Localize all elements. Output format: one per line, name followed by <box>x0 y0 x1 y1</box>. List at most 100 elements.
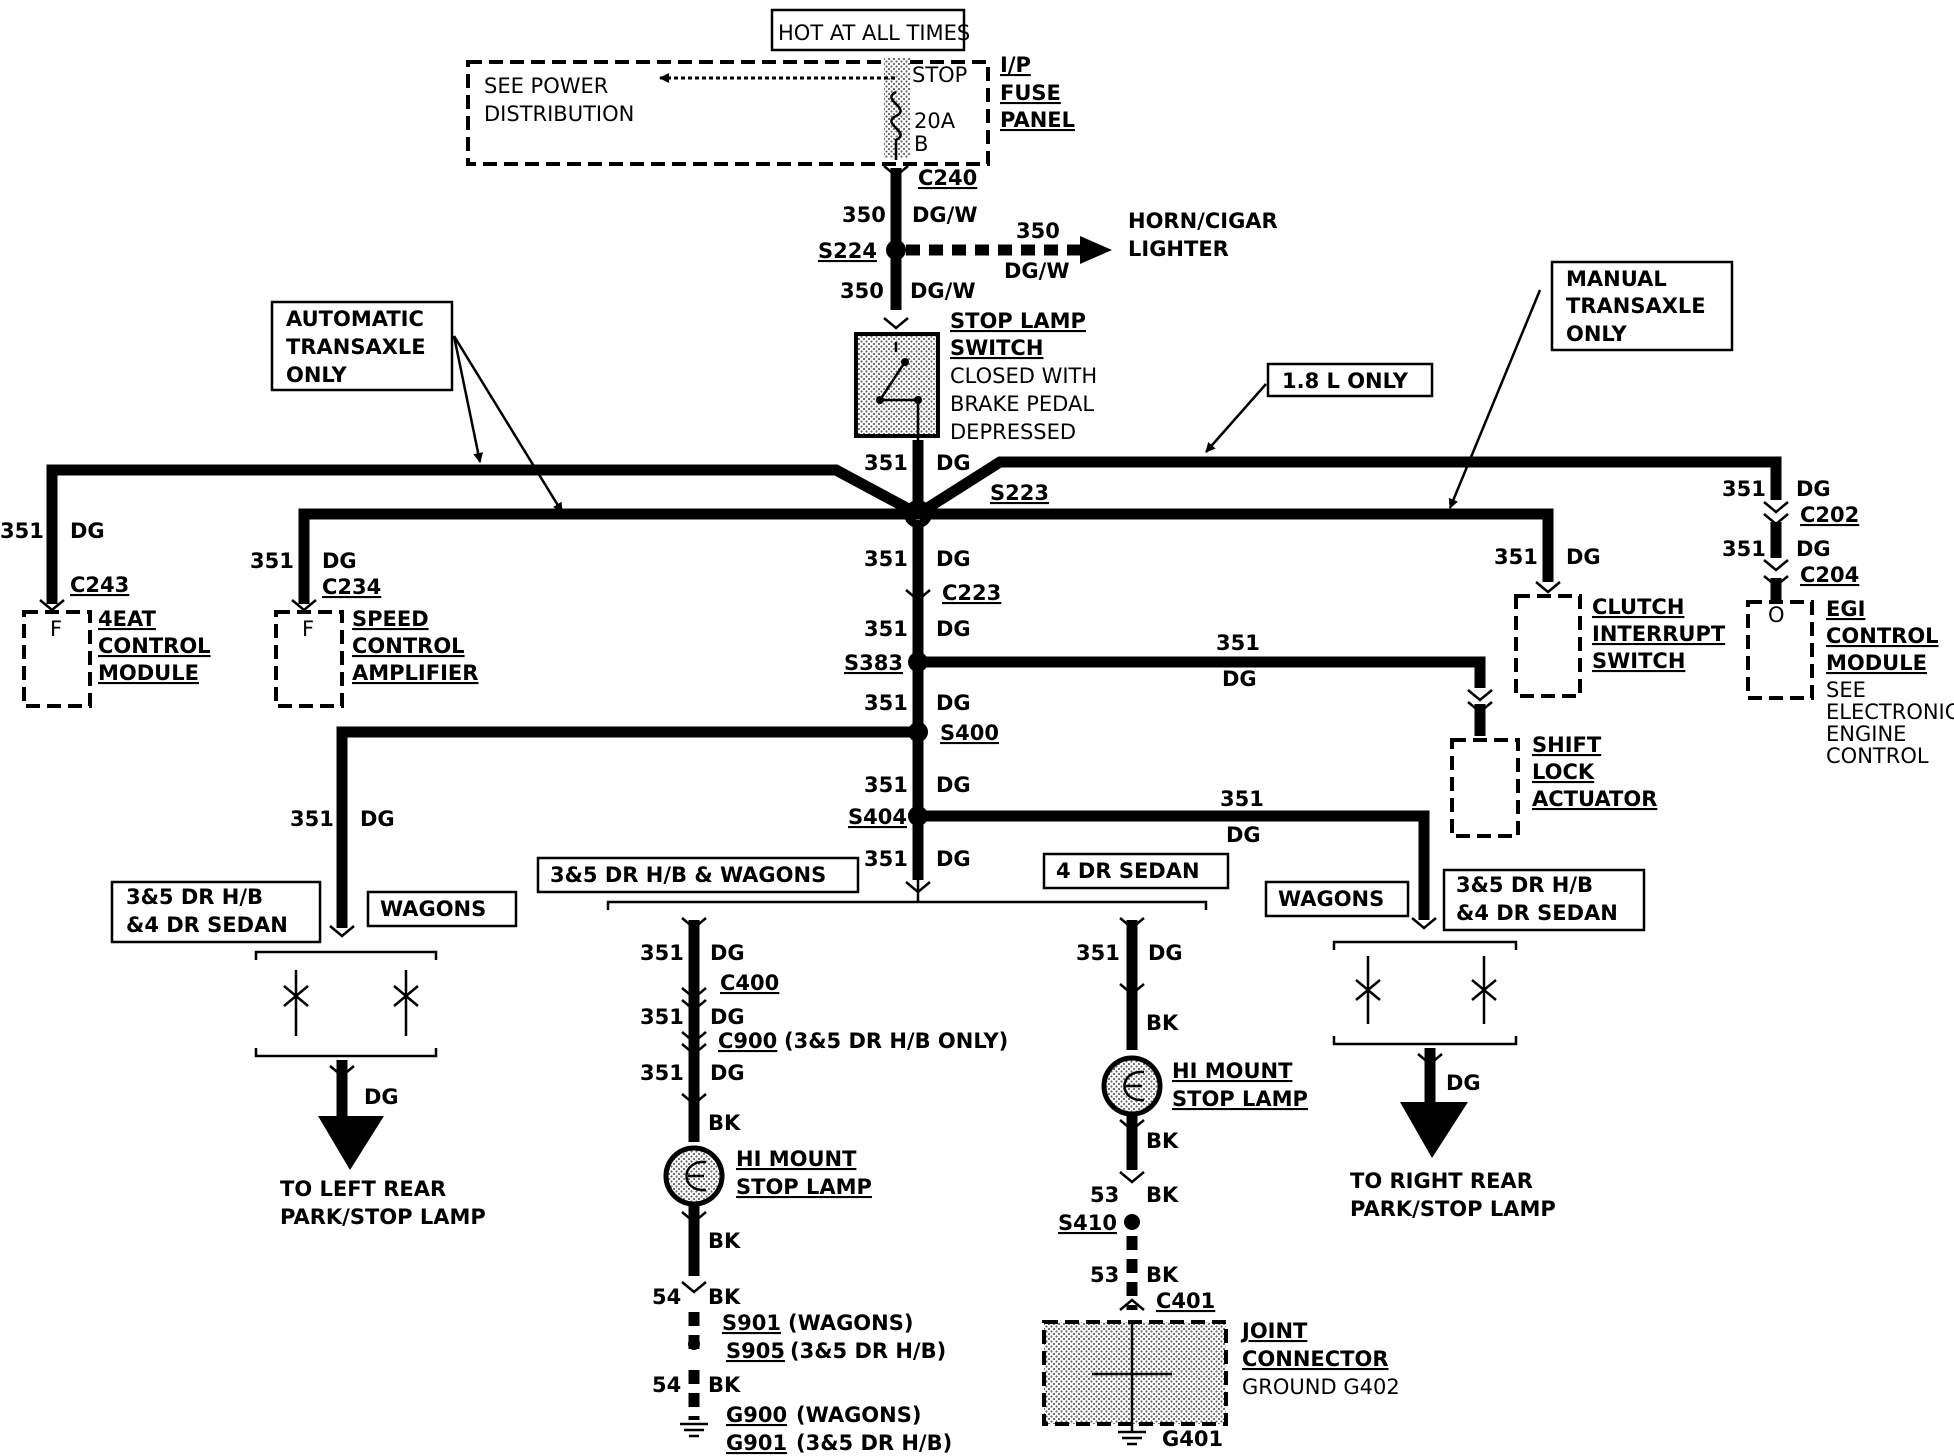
s410-splice <box>1124 1214 1140 1230</box>
s383-label: S383 <box>844 651 903 675</box>
sedan-w1: 351 <box>1076 941 1120 965</box>
speed-wire-color: DG <box>322 549 357 573</box>
wire-351a: 351 <box>864 451 908 475</box>
c900-note: (3&5 DR H/B ONLY) <box>784 1029 1008 1053</box>
hb-wagon-branch: 3&5 DR H/B & WAGONS 4 DR SEDAN 351 DG C4… <box>536 852 1230 1455</box>
speed-name-line1: SPEED <box>352 607 429 631</box>
left-sedan-note-line1: 3&5 DR H/B <box>126 885 263 909</box>
shift-wire: 351 <box>1216 631 1260 655</box>
left-branches: 351 DG C243 F 4EAT CONTROL MODULE 351 DG… <box>0 464 921 708</box>
speed-control-amplifier <box>274 610 344 708</box>
switch-contact <box>877 342 920 440</box>
left-rear-wire-color: DG <box>360 807 395 831</box>
s224-splice <box>886 240 906 260</box>
egi-name-line3: MODULE <box>1826 651 1927 675</box>
auto-note-line1: AUTOMATIC <box>286 307 424 331</box>
wire-350b: 350 <box>840 279 884 303</box>
egi-name-line2: CONTROL <box>1826 624 1939 648</box>
wire-351c-color: DG <box>936 617 971 641</box>
sedan-c1: DG <box>1148 941 1183 965</box>
hb-wagon-note: 3&5 DR H/B & WAGONS <box>550 863 826 887</box>
c204-label: C204 <box>1800 563 1859 587</box>
g401-label: G401 <box>1162 1427 1223 1451</box>
fuse-terminal: B <box>914 132 928 156</box>
left-rear-branch: 351 DG 3&5 DR H/B &4 DR SEDAN WAGONS DG … <box>110 726 918 1229</box>
wire-351e: 351 <box>864 773 908 797</box>
auto-transaxle-note-box <box>270 300 454 392</box>
l18-note-box <box>1266 362 1434 398</box>
right-rear-branch: 351 DG WAGONS 3&5 DR H/B &4 DR SEDAN DG … <box>918 787 1646 1221</box>
egi-see-line2: ELECTRONIC <box>1826 700 1954 724</box>
s224-label: S224 <box>818 239 877 263</box>
sedan-bk1: BK <box>1146 1011 1179 1035</box>
auto-note-pointer-1 <box>452 335 484 463</box>
sedan-bk4: BK <box>1146 1263 1179 1287</box>
shift-name-line2: LOCK <box>1532 760 1595 784</box>
left-selector-connectors <box>294 970 408 1036</box>
shift-name-line1: SHIFT <box>1532 733 1602 757</box>
right-sedan-note-box <box>1442 868 1646 932</box>
stop-switch-name-line1: STOP LAMP <box>950 309 1086 333</box>
sedan-lamp-line1: HI MOUNT <box>1172 1059 1293 1083</box>
see-power-distribution-line2: DISTRIBUTION <box>484 102 634 126</box>
stop-switch-name-line2: SWITCH <box>950 336 1043 360</box>
wire-351c: 351 <box>864 617 908 641</box>
hb-wagon-note-box <box>536 856 860 894</box>
c223-connector <box>905 589 931 602</box>
egi-name-line1: EGI <box>1826 597 1865 621</box>
egi-wire1-color: DG <box>1796 477 1831 501</box>
right-branches: 351 DG CLUTCH INTERRUPT SWITCH 351 DG C2… <box>915 456 1954 838</box>
clutch-wire-color: DG <box>1566 545 1601 569</box>
hb-ground-symbol <box>680 1422 708 1438</box>
shift-name-line3: ACTUATOR <box>1532 787 1657 811</box>
sedan-ground-symbol <box>1118 1424 1146 1446</box>
hb-bk3: BK <box>708 1285 741 1309</box>
horn-arrow <box>1080 236 1112 264</box>
right-rear-out-color: DG <box>1446 1071 1481 1095</box>
s901-note: (WAGONS) <box>788 1311 913 1335</box>
s404-label: S404 <box>848 805 907 829</box>
fuse-panel-name-line3: PANEL <box>1000 108 1075 132</box>
hb-w3: 351 <box>640 1061 684 1085</box>
see-power-distribution-line1: SEE POWER <box>484 74 608 98</box>
manual-note-pointer <box>1448 289 1542 509</box>
speed-wire: 351 <box>250 549 294 573</box>
hb-bk4: BK <box>708 1373 741 1397</box>
sedan-bk2: BK <box>1146 1129 1179 1153</box>
wire-351b-color: DG <box>936 547 971 571</box>
joint-line1: JOINT <box>1240 1319 1308 1343</box>
eat-wire: 351 <box>0 519 44 543</box>
g901-note: (3&5 DR H/B) <box>796 1431 952 1455</box>
hb-w1: 351 <box>640 941 684 965</box>
hb-c1: DG <box>710 941 745 965</box>
left-sedan-note-line2: &4 DR SEDAN <box>126 913 288 937</box>
c223-label: C223 <box>942 581 1001 605</box>
wire-350a: 350 <box>842 203 886 227</box>
right-wagon-note-box <box>1264 880 1410 918</box>
stop-switch-desc-line1: CLOSED WITH <box>950 364 1097 388</box>
egi-wire1: 351 <box>1722 477 1766 501</box>
left-wagon-note-box <box>366 890 518 928</box>
right-rear-arrow <box>1400 1102 1468 1158</box>
shift-wire-color: DG <box>1222 667 1257 691</box>
g900-label: G900 <box>726 1403 787 1427</box>
left-rear-label-line2: PARK/STOP LAMP <box>280 1205 486 1229</box>
4eat-control-module <box>22 610 92 708</box>
eat-wire-color: DG <box>70 519 105 543</box>
sedan-note-box <box>1042 852 1230 890</box>
stop-switch-desc-line3: DEPRESSED <box>950 420 1076 444</box>
hb-w5: 54 <box>652 1373 681 1397</box>
egi-control-module <box>1746 600 1814 700</box>
right-rear-label-line2: PARK/STOP LAMP <box>1350 1197 1556 1221</box>
right-rear-wire-color: DG <box>1226 823 1261 847</box>
ground-g402: GROUND G402 <box>1242 1375 1400 1399</box>
hb-lamp-line2: STOP LAMP <box>736 1175 872 1199</box>
speed-name-line2: CONTROL <box>352 634 465 658</box>
main-trunk: C240 350 DG/W S224 350 DG/W 350 DG/W HOR… <box>818 165 1278 880</box>
sedan-w2: 53 <box>1090 1183 1119 1207</box>
c400-label: C400 <box>720 971 779 995</box>
hot-at-all-times-label: HOT AT ALL TIMES <box>778 21 970 45</box>
right-sedan-note-line1: 3&5 DR H/B <box>1456 873 1593 897</box>
g901-label: G901 <box>726 1431 787 1455</box>
horn-label-line2: LIGHTER <box>1128 237 1229 261</box>
